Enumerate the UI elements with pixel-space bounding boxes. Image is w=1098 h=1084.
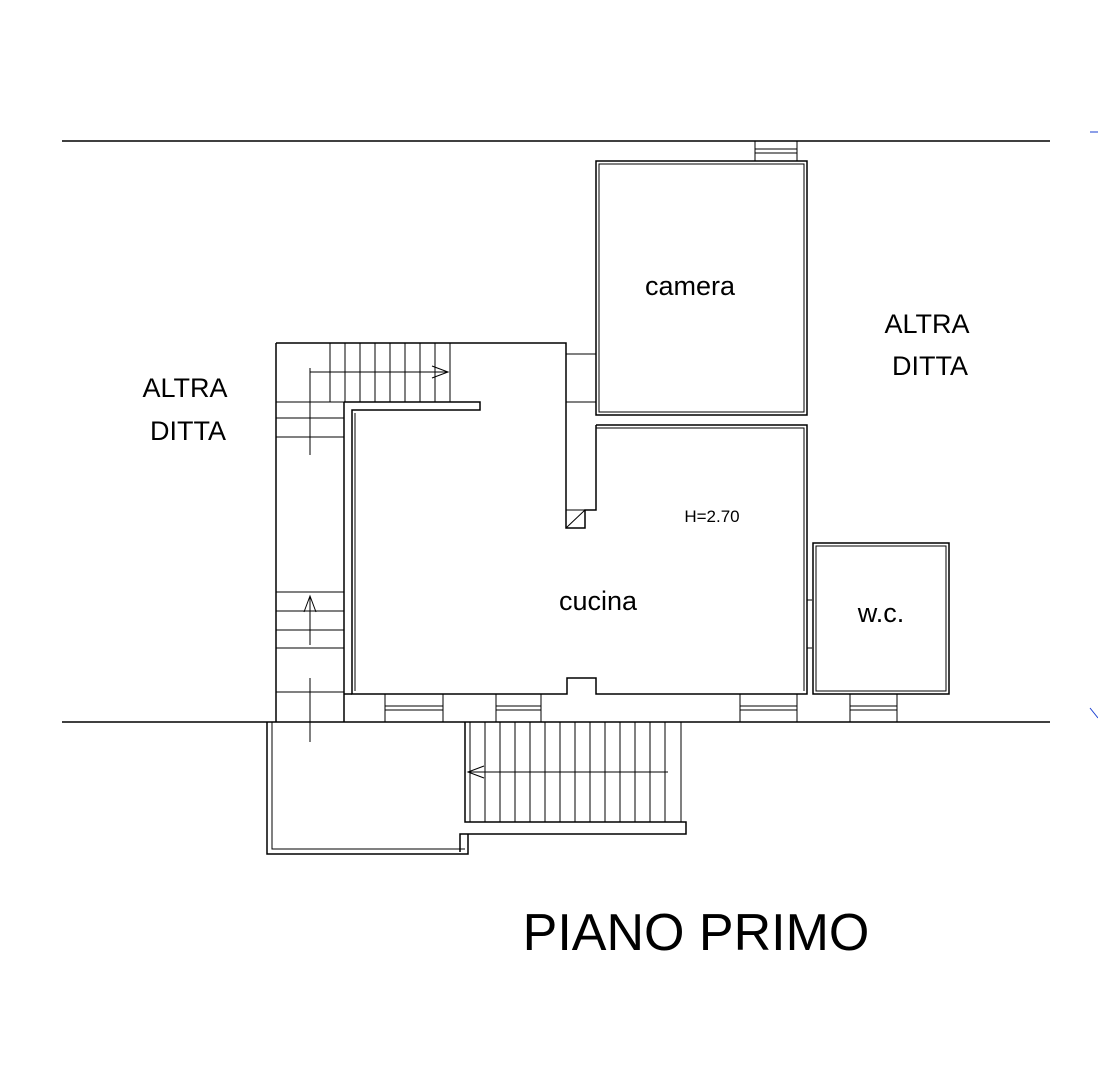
central-wall [276, 342, 597, 529]
balcony [266, 722, 469, 855]
ceiling-height-label: H=2.70 [684, 507, 739, 526]
internal-stairs [275, 343, 451, 742]
window-top [754, 140, 798, 162]
plan-title: PIANO PRIMO [523, 904, 870, 962]
neighbour-left-line2: DITTA [150, 416, 226, 446]
neighbour-left-line1: ALTRA [142, 373, 227, 403]
neighbour-right-line2: DITTA [892, 351, 968, 381]
external-stairs [459, 722, 687, 852]
cucina-room [344, 401, 812, 695]
camera-room [595, 160, 808, 416]
wc-label: w.c. [857, 598, 905, 628]
camera-label: camera [645, 271, 736, 301]
margin-marks [1089, 131, 1098, 719]
windows-bottom [384, 693, 898, 723]
neighbour-right-line1: ALTRA [884, 309, 969, 339]
cucina-label: cucina [559, 586, 638, 616]
